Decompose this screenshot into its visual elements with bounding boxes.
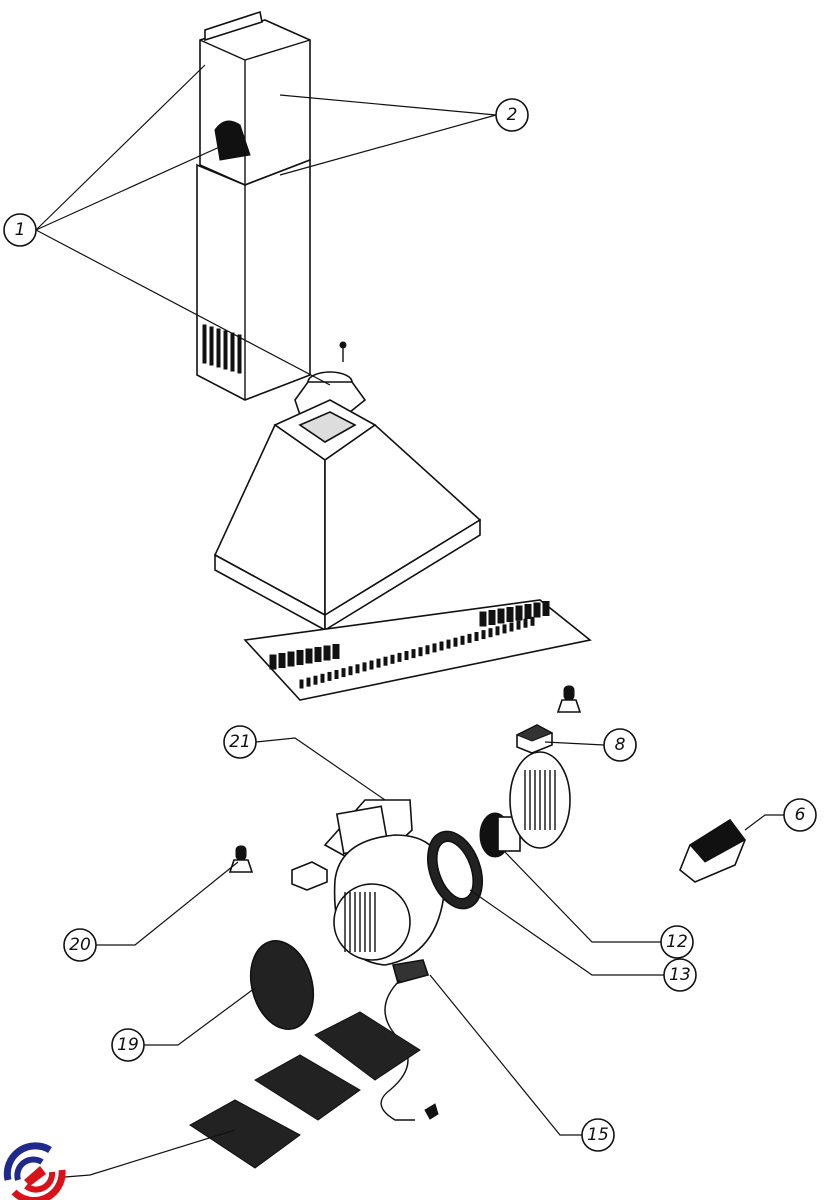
grille-slot bbox=[383, 656, 388, 666]
grille-slot bbox=[313, 675, 318, 685]
svg-text:2: 2 bbox=[507, 105, 518, 125]
chimney-upper-duct bbox=[199, 10, 311, 186]
motor-mounting-plate bbox=[509, 751, 571, 849]
svg-text:1: 1 bbox=[15, 220, 26, 240]
grille-slot bbox=[481, 630, 486, 640]
grille-slot bbox=[362, 662, 367, 672]
brand-logo bbox=[3, 1142, 66, 1200]
grille-slot bbox=[397, 652, 402, 662]
svg-text:8: 8 bbox=[615, 735, 626, 755]
grille-slot bbox=[460, 635, 465, 645]
grille-slot bbox=[327, 671, 332, 681]
grille-slot bbox=[332, 644, 340, 659]
carbon-filter-round bbox=[249, 940, 315, 1030]
grille-slot bbox=[495, 626, 500, 636]
grille-slot bbox=[418, 647, 423, 657]
lamp-cover-left bbox=[291, 861, 328, 891]
grille-slot bbox=[314, 647, 322, 662]
svg-text:6: 6 bbox=[795, 805, 806, 825]
svg-text:15: 15 bbox=[587, 1125, 609, 1145]
lamp-holder-right bbox=[556, 685, 582, 713]
control-switch-6 bbox=[679, 818, 746, 883]
grille-slot bbox=[355, 664, 360, 674]
grille-slot bbox=[348, 666, 353, 676]
grille-slot bbox=[341, 668, 346, 678]
grille-slot bbox=[404, 651, 409, 660]
grille-slot bbox=[278, 653, 286, 668]
grille-slot bbox=[467, 633, 472, 643]
grille-slot bbox=[425, 645, 430, 655]
grille-slot bbox=[432, 643, 437, 653]
callout-15: 15 bbox=[581, 1118, 615, 1152]
grille-slot bbox=[453, 637, 458, 647]
callout-19: 19 bbox=[111, 1028, 145, 1062]
grille-slot bbox=[411, 649, 416, 659]
grille-slot bbox=[509, 622, 514, 632]
grille-slot bbox=[488, 628, 493, 638]
grille-slot bbox=[323, 645, 331, 661]
grille-slot bbox=[369, 660, 374, 670]
leader-lines bbox=[35, 64, 784, 1178]
grille-slot bbox=[269, 654, 277, 670]
grille-slot bbox=[516, 620, 521, 630]
grille-slot bbox=[287, 651, 295, 667]
grille-slot bbox=[530, 616, 535, 626]
grille-slot bbox=[446, 639, 451, 649]
grille-slot bbox=[497, 608, 505, 624]
grille-slot bbox=[479, 611, 487, 627]
lamp-cover-8 bbox=[515, 724, 554, 754]
fan-impeller bbox=[427, 830, 483, 910]
grille-slot bbox=[390, 654, 395, 664]
grille-slot bbox=[376, 658, 381, 668]
grille-slot bbox=[334, 670, 339, 679]
grille-slot bbox=[502, 624, 507, 634]
grille-slot bbox=[515, 605, 523, 621]
callout-1: 1 bbox=[3, 213, 37, 247]
svg-text:21: 21 bbox=[229, 732, 251, 752]
svg-text:12: 12 bbox=[666, 932, 688, 952]
grille-slot bbox=[320, 673, 325, 683]
grille-slot bbox=[439, 641, 444, 651]
callout-2: 2 bbox=[495, 98, 529, 132]
grille-slot bbox=[506, 607, 514, 622]
grille-slot bbox=[299, 679, 304, 689]
grille-slot bbox=[533, 602, 541, 618]
callout-20: 20 bbox=[63, 928, 97, 962]
chimney-lower-duct bbox=[196, 158, 311, 401]
callout-8: 8 bbox=[603, 728, 637, 762]
grille-slot bbox=[305, 648, 313, 664]
hood-canopy bbox=[213, 399, 482, 632]
grille-slot bbox=[474, 632, 479, 641]
grille-slot bbox=[488, 610, 496, 625]
svg-text:19: 19 bbox=[117, 1035, 139, 1055]
callout-12: 12 bbox=[660, 925, 694, 959]
lamp-holder-left bbox=[228, 845, 254, 873]
callout-6: 6 bbox=[783, 798, 817, 832]
callout-13: 13 bbox=[663, 958, 697, 992]
grille-slot bbox=[523, 618, 528, 628]
grille-slot bbox=[306, 677, 311, 687]
grease-filters bbox=[189, 1011, 421, 1169]
grille-slot bbox=[542, 601, 550, 616]
callout-21: 21 bbox=[223, 725, 257, 759]
bottom-grille-panel bbox=[243, 599, 592, 701]
svg-text:13: 13 bbox=[669, 965, 691, 985]
grille-slot bbox=[524, 604, 532, 619]
svg-text:20: 20 bbox=[69, 935, 91, 955]
grille-slot bbox=[296, 650, 304, 665]
